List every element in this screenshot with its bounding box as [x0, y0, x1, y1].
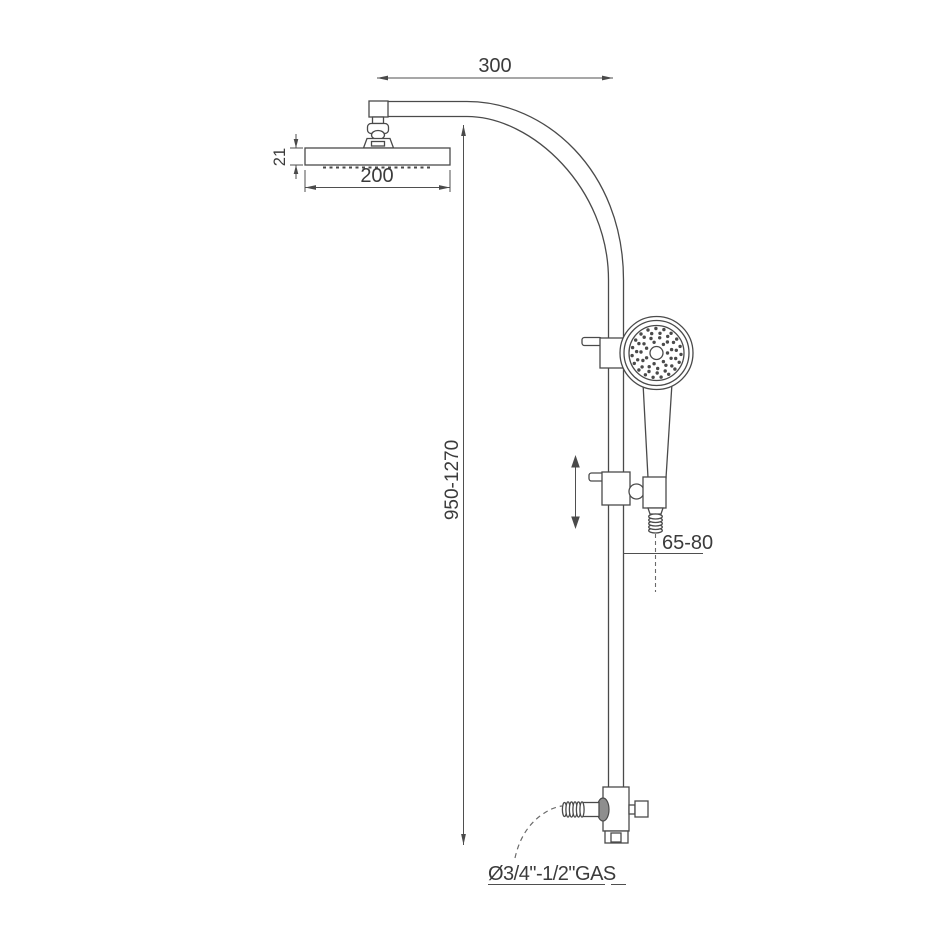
dimension-head-thickness: 21 [271, 134, 303, 179]
pipe-inner-edge [388, 115, 610, 788]
hand-shower-spray-dots [630, 326, 683, 379]
dim-arrow-right [439, 185, 450, 190]
bottom-flange-slot [610, 832, 622, 843]
dimension-arm-reach: 300 [377, 55, 613, 81]
upper-bracket-lever [581, 336, 603, 347]
dim-arrow-down [293, 139, 299, 148]
dim-arrow-top [461, 125, 466, 136]
handle-holder [642, 476, 667, 509]
hose-nipple-thread [648, 513, 663, 534]
connection-label: Ø3/4"-1/2"GAS [488, 863, 616, 885]
shower-arm-and-rail [388, 100, 625, 788]
dim-label-300: 300 [478, 55, 511, 77]
hand-shower-center-jet [649, 345, 664, 361]
pipe-outer-edge [388, 100, 625, 788]
arm-elbow [368, 100, 389, 118]
dimension-head-width: 200 [304, 165, 451, 192]
outlet-stub [628, 804, 636, 815]
rain-head-assembly [304, 100, 451, 169]
holder-ball-joint [628, 483, 645, 500]
slider-bracket [601, 471, 631, 506]
rain-head [304, 147, 451, 166]
inlet-nut [582, 801, 600, 818]
dim-label-65-80: 65-80 [662, 532, 713, 554]
dim-label-21: 21 [271, 148, 289, 166]
dimension-column-height: 950-1270 [442, 125, 466, 845]
slider-holder-assembly [571, 455, 667, 534]
dim-arrow-left [377, 75, 388, 81]
inlet-thread [561, 801, 585, 818]
supply-valve-assembly [561, 786, 649, 844]
head-mount-slot [370, 140, 386, 147]
dim-arrow-up [293, 165, 299, 174]
hand-shower-handle [642, 382, 673, 479]
ball-joint-neck [371, 116, 385, 125]
dim-arrow-left [305, 185, 316, 190]
dim-label-height: 950-1270 [442, 440, 463, 520]
hose-cone [647, 507, 664, 515]
connection-callout: Ø3/4"-1/2"GAS [488, 805, 626, 885]
hand-shower-assembly [581, 315, 694, 479]
outlet-nut [634, 800, 649, 818]
dimension-outlet-offset: 65-80 [623, 532, 713, 592]
dim-label-200: 200 [360, 165, 393, 187]
dim-arrow-right [602, 75, 613, 81]
dim-arrow-bottom [461, 834, 466, 845]
slide-direction-arrow [571, 455, 580, 529]
leader-dashed-curve [514, 805, 563, 859]
